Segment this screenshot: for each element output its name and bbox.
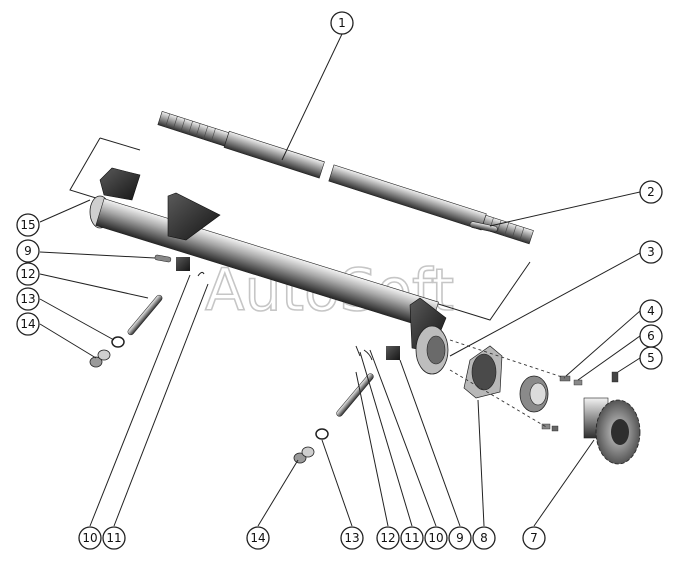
part-8-flange	[463, 345, 503, 399]
svg-text:14: 14	[20, 317, 35, 331]
svg-text:10: 10	[82, 531, 97, 545]
svg-text:7: 7	[530, 531, 538, 545]
svg-text:9: 9	[456, 531, 464, 545]
callout-9-bottom: 9	[448, 526, 472, 550]
svg-text:4: 4	[647, 304, 655, 318]
callout-3: 3	[639, 240, 663, 264]
svg-text:12: 12	[20, 267, 35, 281]
svg-text:11: 11	[404, 531, 419, 545]
svg-text:15: 15	[20, 218, 35, 232]
callout-7: 7	[522, 526, 546, 550]
callout-11-bottom: 11	[400, 526, 424, 550]
svg-text:9: 9	[24, 244, 32, 258]
svg-text:1: 1	[338, 16, 346, 30]
svg-text:5: 5	[647, 351, 655, 365]
svg-text:2: 2	[647, 185, 655, 199]
callout-10-bottom: 10	[424, 526, 448, 550]
callout-15: 15	[16, 213, 40, 237]
svg-text:13: 13	[20, 292, 35, 306]
svg-text:14: 14	[250, 531, 265, 545]
svg-text:6: 6	[647, 329, 655, 343]
svg-text:10: 10	[428, 531, 443, 545]
part-1-splined-shaft	[157, 110, 534, 245]
svg-text:3: 3	[647, 245, 655, 259]
alignment-lines	[449, 339, 566, 429]
callout-8: 8	[472, 526, 496, 550]
callout-12-bottom: 12	[376, 526, 400, 550]
callout-9: 9	[16, 239, 40, 263]
leader-lines	[39, 33, 641, 527]
callout-5: 5	[639, 346, 663, 370]
callout-13: 13	[16, 287, 40, 311]
svg-text:12: 12	[380, 531, 395, 545]
callout-12: 12	[16, 262, 40, 286]
small-hardware	[89, 254, 619, 464]
callout-2: 2	[639, 180, 663, 204]
bearing	[519, 375, 549, 413]
part-7-sprocket	[583, 397, 641, 465]
part-2-key	[469, 221, 498, 233]
svg-text:11: 11	[106, 531, 121, 545]
callout-14: 14	[16, 312, 40, 336]
callout-4: 4	[639, 299, 663, 323]
callout-6: 6	[639, 324, 663, 348]
callout-11: 11	[102, 526, 126, 550]
part-15-main-tube	[89, 167, 449, 375]
callout-13-bottom: 13	[340, 526, 364, 550]
callout-14-bottom: 14	[246, 526, 270, 550]
svg-text:8: 8	[480, 531, 488, 545]
svg-text:13: 13	[344, 531, 359, 545]
callout-10: 10	[78, 526, 102, 550]
callout-1: 1	[330, 11, 354, 35]
